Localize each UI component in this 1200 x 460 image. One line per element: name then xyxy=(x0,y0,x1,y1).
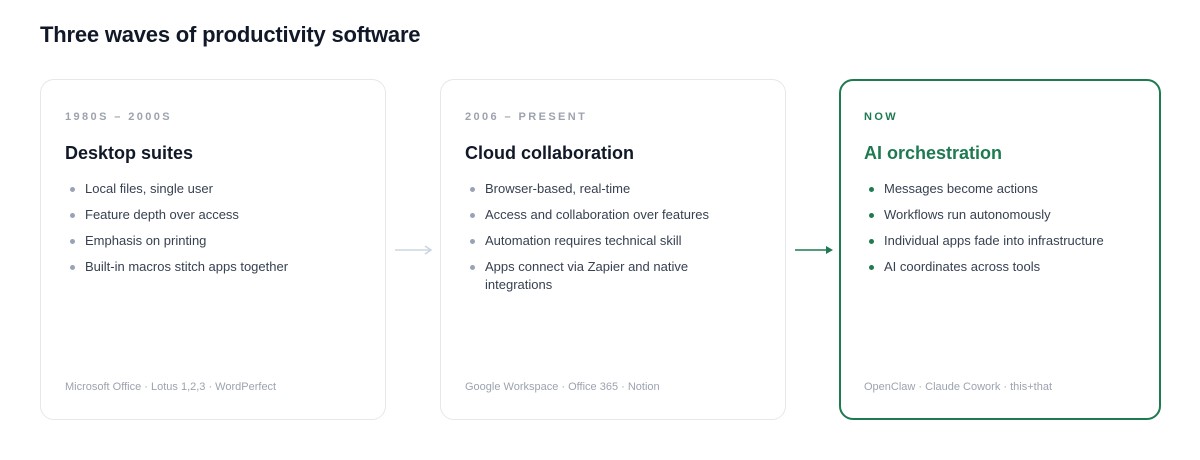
bullet-list: Local files, single user Feature depth o… xyxy=(65,180,361,276)
bullet-dot-icon xyxy=(70,265,75,270)
bullet-list: Browser-based, real-time Access and coll… xyxy=(465,180,761,294)
list-item: Automation requires technical skill xyxy=(465,232,761,250)
bullet-dot-icon xyxy=(70,213,75,218)
bullet-dot-icon xyxy=(869,213,874,218)
card-footer: OpenClaw · Claude Cowork · this+that xyxy=(864,381,1052,393)
bullet-dot-icon xyxy=(470,265,475,270)
bullet-dot-icon xyxy=(470,213,475,218)
arrow-right-icon xyxy=(795,246,833,254)
card-cloud-collaboration: 2006 – Present Cloud collaboration Brows… xyxy=(440,79,786,420)
card-era: 2006 – Present xyxy=(465,111,588,123)
bullet-dot-icon xyxy=(70,239,75,244)
card-title: AI orchestration xyxy=(864,143,1003,163)
card-title: Desktop suites xyxy=(65,143,194,163)
card-ai-orchestration: Now AI orchestration Messages become act… xyxy=(839,79,1161,420)
bullet-dot-icon xyxy=(470,187,475,192)
list-item: Apps connect via Zapier and native integ… xyxy=(465,258,761,294)
bullet-dot-icon xyxy=(869,265,874,270)
card-title: Cloud collaboration xyxy=(465,143,634,163)
card-footer: Microsoft Office · Lotus 1,2,3 · WordPer… xyxy=(65,381,277,393)
list-item: AI coordinates across tools xyxy=(864,258,1136,276)
list-item: Built-in macros stitch apps together xyxy=(65,258,361,276)
list-item: Messages become actions xyxy=(864,180,1136,198)
list-item: Feature depth over access xyxy=(65,206,361,224)
bullet-dot-icon xyxy=(470,239,475,244)
card-footer: Google Workspace · Office 365 · Notion xyxy=(465,381,660,393)
bullet-list: Messages become actions Workflows run au… xyxy=(864,180,1136,276)
arrow-right-icon xyxy=(395,245,433,255)
card-era: Now xyxy=(864,111,899,123)
list-item: Browser-based, real-time xyxy=(465,180,761,198)
list-item: Local files, single user xyxy=(65,180,361,198)
list-item: Emphasis on printing xyxy=(65,232,361,250)
page-title: Three waves of productivity software xyxy=(40,22,421,47)
card-desktop-suites: 1980s – 2000s Desktop suites Local files… xyxy=(40,79,386,420)
bullet-dot-icon xyxy=(869,187,874,192)
card-era: 1980s – 2000s xyxy=(65,111,173,123)
bullet-dot-icon xyxy=(869,239,874,244)
list-item: Individual apps fade into infrastructure xyxy=(864,232,1136,250)
list-item: Workflows run autonomously xyxy=(864,206,1136,224)
bullet-dot-icon xyxy=(70,187,75,192)
list-item: Access and collaboration over features xyxy=(465,206,761,224)
